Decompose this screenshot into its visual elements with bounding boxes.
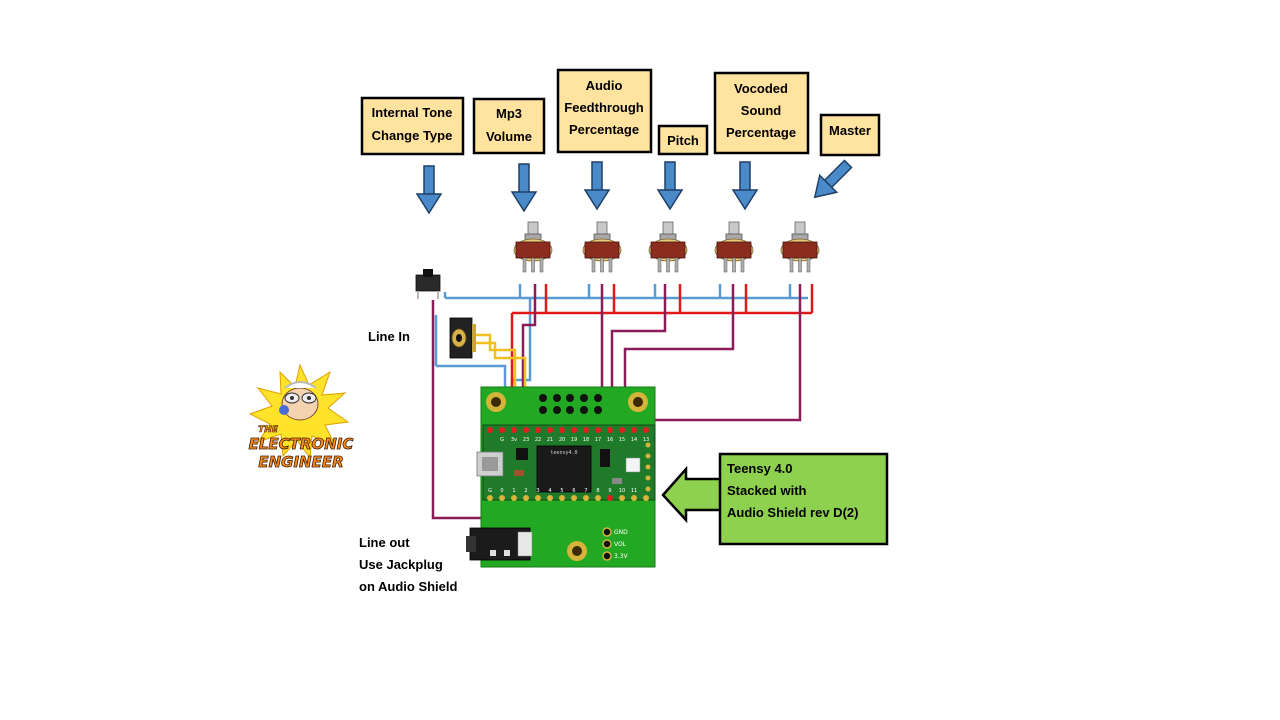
svg-text:ELECTRONIC: ELECTRONIC	[249, 435, 354, 453]
line-in-label: Line In	[368, 329, 410, 344]
svg-text:Sound: Sound	[741, 103, 781, 118]
push-button[interactable]	[415, 269, 441, 299]
pot-mp3-volume[interactable]	[513, 221, 553, 273]
pot-pitch[interactable]	[648, 221, 688, 273]
arrow-pitch	[657, 161, 683, 210]
svg-text:Use Jackplug: Use Jackplug	[359, 557, 443, 572]
svg-text:6: 6	[572, 488, 575, 494]
svg-text:9: 9	[608, 488, 611, 494]
svg-text:on Audio Shield: on Audio Shield	[359, 579, 458, 594]
green-arrow	[661, 465, 723, 524]
arrow-mp3-volume	[511, 163, 537, 212]
svg-text:Master: Master	[829, 123, 871, 138]
svg-text:G: G	[500, 437, 504, 443]
svg-text:13: 13	[643, 437, 649, 443]
chip-label: teensy4.0	[550, 450, 577, 456]
svg-text:17: 17	[595, 437, 601, 443]
svg-text:5: 5	[560, 488, 563, 494]
label-audio-feedthrough: Audio Feedthrough Percentage	[556, 68, 653, 154]
side-pin-column	[645, 442, 651, 492]
svg-text:10: 10	[619, 488, 625, 494]
teensy-board: teensy4.0 G 3v 23 22 21 20 19 18 17 16	[476, 386, 656, 568]
svg-text:Stacked with: Stacked with	[727, 483, 807, 498]
arrow-vocoded-sound	[732, 161, 758, 210]
svg-text:3.3V: 3.3V	[614, 553, 629, 560]
svg-text:21: 21	[547, 437, 553, 443]
label-mp3-volume: Mp3 Volume	[472, 97, 546, 155]
svg-text:22: 22	[535, 437, 541, 443]
arrow-master	[805, 154, 858, 207]
line-out-jack[interactable]	[466, 527, 533, 561]
svg-text:Line out: Line out	[359, 535, 410, 550]
arrow-internal-tone	[416, 165, 442, 214]
svg-text:Vocoded: Vocoded	[734, 81, 788, 96]
svg-text:Teensy 4.0: Teensy 4.0	[727, 461, 793, 476]
line-out-label: Line out Use Jackplug on Audio Shield	[359, 535, 458, 594]
svg-text:Audio: Audio	[586, 78, 623, 93]
svg-text:18: 18	[583, 437, 589, 443]
pot-vocoded-sound[interactable]	[714, 221, 754, 273]
power-pads: GND VOL 3.3V	[602, 527, 629, 561]
svg-text:0: 0	[500, 488, 503, 494]
line-in-jack[interactable]	[449, 317, 476, 359]
svg-text:8: 8	[596, 488, 599, 494]
svg-text:20: 20	[559, 437, 565, 443]
svg-text:G: G	[488, 488, 492, 494]
svg-text:ENGINEER: ENGINEER	[258, 453, 343, 471]
svg-text:11: 11	[631, 488, 637, 494]
label-vocoded-sound: Vocoded Sound Percentage	[713, 71, 810, 155]
svg-text:Audio Shield rev D(2): Audio Shield rev D(2)	[727, 505, 858, 520]
svg-text:23: 23	[523, 437, 529, 443]
svg-text:THE: THE	[258, 425, 279, 435]
svg-text:Percentage: Percentage	[726, 125, 796, 140]
svg-text:Internal Tone: Internal Tone	[372, 105, 453, 120]
svg-text:7: 7	[584, 488, 587, 494]
svg-text:3v: 3v	[511, 437, 517, 443]
svg-text:Mp3: Mp3	[496, 106, 522, 121]
svg-text:1: 1	[512, 488, 515, 494]
label-pitch: Pitch	[657, 124, 709, 156]
svg-text:3: 3	[536, 488, 539, 494]
svg-text:Feedthrough: Feedthrough	[564, 100, 643, 115]
svg-text:Change Type: Change Type	[372, 128, 453, 143]
svg-text:15: 15	[619, 437, 625, 443]
svg-text:14: 14	[631, 437, 637, 443]
svg-text:4: 4	[548, 488, 551, 494]
svg-text:Pitch: Pitch	[667, 133, 699, 148]
top-pin-row	[487, 427, 649, 433]
svg-text:Volume: Volume	[486, 129, 532, 144]
arrow-audio-feedthrough	[584, 161, 610, 210]
bottom-pin-labels: G 0 1 2 3 4 5 6 7 8 9 10 11	[488, 488, 637, 494]
pot-audio-feedthrough[interactable]	[582, 221, 622, 273]
top-pin-labels: G 3v 23 22 21 20 19 18 17 16 15 14 13	[500, 437, 649, 443]
svg-text:VOL: VOL	[614, 541, 627, 548]
svg-text:GND: GND	[614, 529, 628, 536]
electronic-engineer-logo: THE ELECTRONIC ENGINEER	[248, 363, 354, 471]
teensy-label: Teensy 4.0 Stacked with Audio Shield rev…	[718, 452, 889, 546]
label-internal-tone: Internal Tone Change Type	[360, 96, 465, 156]
svg-text:19: 19	[571, 437, 577, 443]
bottom-pin-row	[487, 495, 649, 501]
svg-text:16: 16	[607, 437, 613, 443]
svg-text:2: 2	[524, 488, 527, 494]
label-master: Master	[819, 113, 881, 157]
svg-text:Percentage: Percentage	[569, 122, 639, 137]
pot-master[interactable]	[780, 221, 820, 273]
